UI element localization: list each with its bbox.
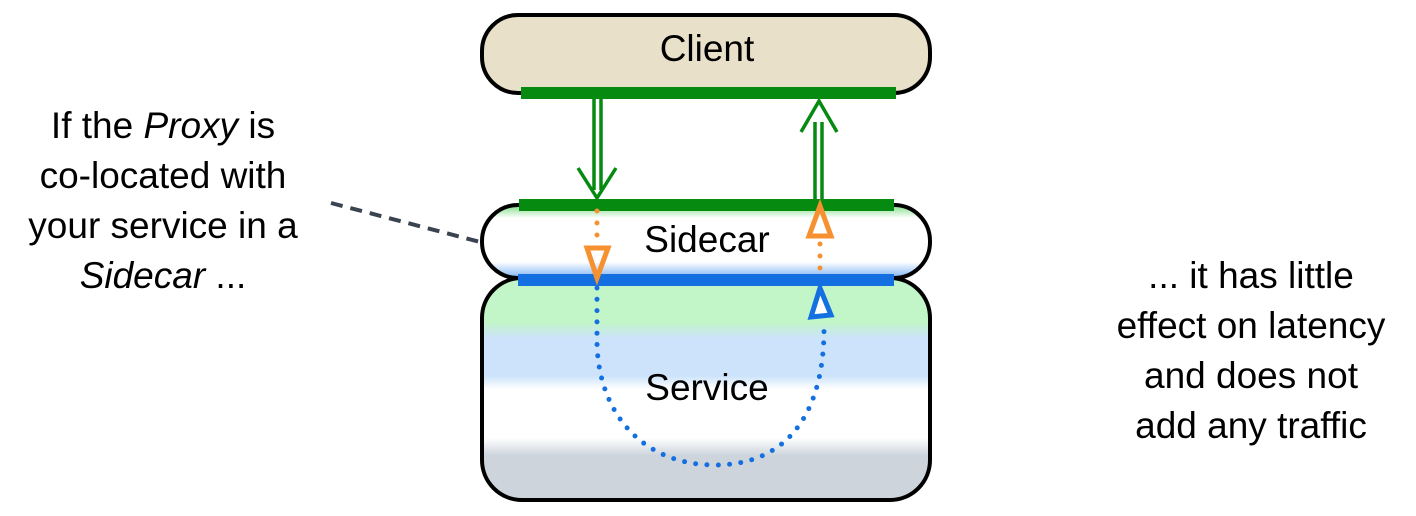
right-annotation-line-3: and does not <box>1144 355 1358 396</box>
proxy-term: Proxy <box>143 105 239 146</box>
request-arrow-down <box>576 99 618 202</box>
client-label: Client <box>660 28 755 69</box>
left-annotation-line-4: Sidecar ... <box>79 255 247 296</box>
callout-line <box>330 201 485 245</box>
proxy-flow-down <box>583 208 612 286</box>
right-annotation-line-4: add any traffic <box>1135 405 1367 446</box>
service-loop <box>594 280 835 468</box>
response-arrow-up <box>799 97 839 199</box>
sidecar-local-bar <box>518 274 894 286</box>
sidecar-label: Sidecar <box>644 219 769 260</box>
left-annotation-line-1: If the Proxy is <box>50 105 276 146</box>
proxy-flow-up <box>805 198 835 283</box>
service-label: Service <box>645 367 768 408</box>
left-annotation: If the Proxy is co-located with your ser… <box>0 101 326 301</box>
right-annotation: ... it has little effect on latency and … <box>1090 251 1412 451</box>
sidecar-term: Sidecar <box>79 255 206 296</box>
left-annotation-line-2: co-located with <box>39 155 287 196</box>
client-network-bar <box>521 87 896 99</box>
left-annotation-line-3: your service in a <box>28 205 298 246</box>
sidecar-network-bar <box>519 199 894 211</box>
right-annotation-line-1: ... it has little <box>1148 255 1354 296</box>
right-annotation-line-2: effect on latency <box>1116 305 1386 346</box>
